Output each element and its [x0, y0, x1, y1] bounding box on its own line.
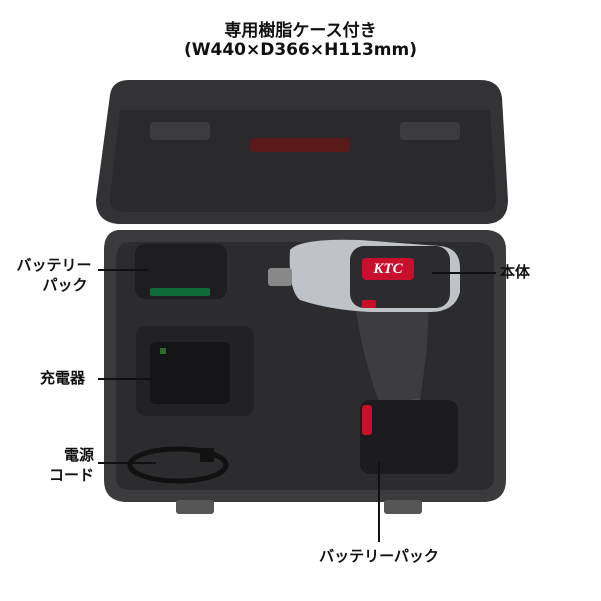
- tool-handle: [355, 300, 429, 405]
- label-battery-left: バッテリー パック: [12, 255, 96, 295]
- label-cord-line2: コード: [48, 466, 94, 484]
- leader-battery-bottom: [378, 462, 380, 542]
- leader-battery-left: [98, 269, 148, 271]
- cord-coil: [127, 446, 229, 484]
- leader-body: [432, 272, 496, 274]
- label-body: 本体: [500, 263, 531, 281]
- latch-left: [176, 500, 214, 514]
- lid-hinge-right: [400, 122, 460, 140]
- label-cord: 電源 コード: [44, 445, 94, 485]
- latch-right: [384, 500, 422, 514]
- lid-hinge-recess: [250, 138, 350, 152]
- label-battery-left-line1: バッテリー: [16, 256, 92, 274]
- label-cord-line1: 電源: [63, 446, 94, 464]
- dimensions-subtitle: (W440×D366×H113mm): [183, 40, 417, 60]
- leader-cord: [98, 462, 156, 464]
- battery-pack-bottom: [360, 400, 458, 474]
- page-title: 専用樹脂ケース付き: [224, 21, 377, 41]
- label-charger: 充電器: [40, 369, 86, 387]
- label-battery-left-line2: パック: [42, 276, 88, 294]
- leader-charger: [98, 378, 154, 380]
- battery-pack-left: [135, 244, 227, 299]
- lid-hinge-left: [150, 122, 210, 140]
- ktc-logo: KTC: [362, 258, 414, 280]
- label-battery-bottom: バッテリーパック: [319, 547, 439, 565]
